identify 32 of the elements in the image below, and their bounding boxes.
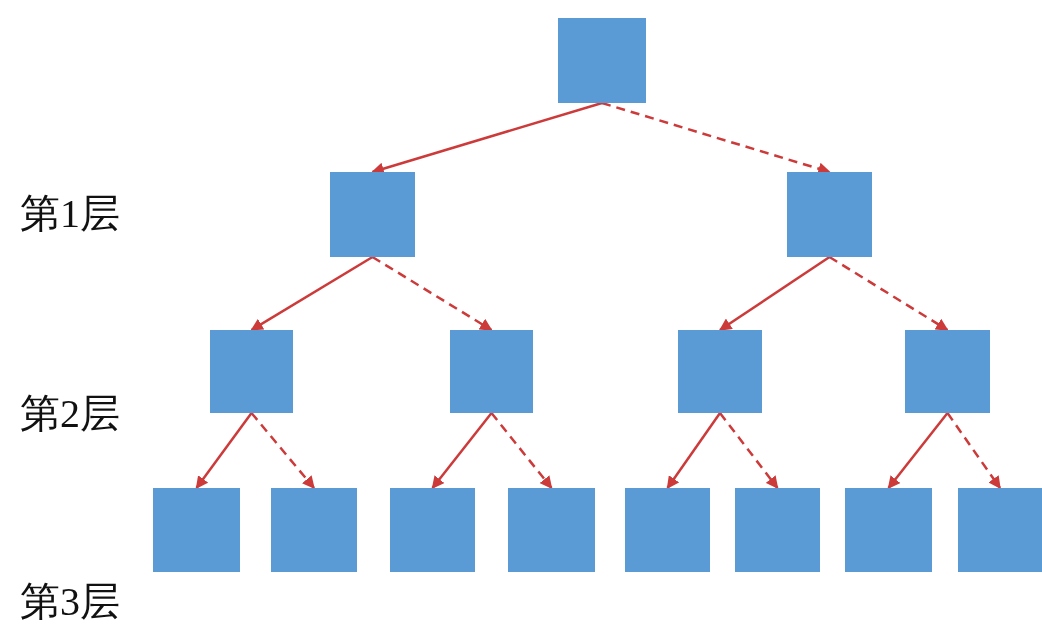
arrow [195,412,253,489]
arrow [490,412,553,489]
square-box [845,488,932,572]
square-box [330,172,415,257]
level-label: 第1层 [20,192,120,236]
square-box [905,330,990,413]
square-box [958,488,1042,572]
arrow [431,412,493,489]
square-box [210,330,293,413]
arrow [371,255,493,332]
level-label: 第2层 [20,392,120,436]
arrow [371,101,603,175]
square-box [153,488,240,572]
arrow [718,255,831,332]
square-box [271,488,357,572]
arrow [946,412,1002,489]
arrow [250,412,315,489]
square-box [787,172,872,257]
square-box [678,330,762,413]
arrow [666,412,722,489]
arrow [250,255,374,332]
square-box [558,18,646,103]
square-box [508,488,595,572]
arrow [887,412,949,489]
square-box [450,330,533,413]
square-box [735,488,820,572]
arrow [719,412,779,489]
square-box [390,488,475,572]
square-box [625,488,710,572]
arrow [828,255,949,332]
level-label: 第3层 [20,580,120,624]
arrow [601,101,831,175]
